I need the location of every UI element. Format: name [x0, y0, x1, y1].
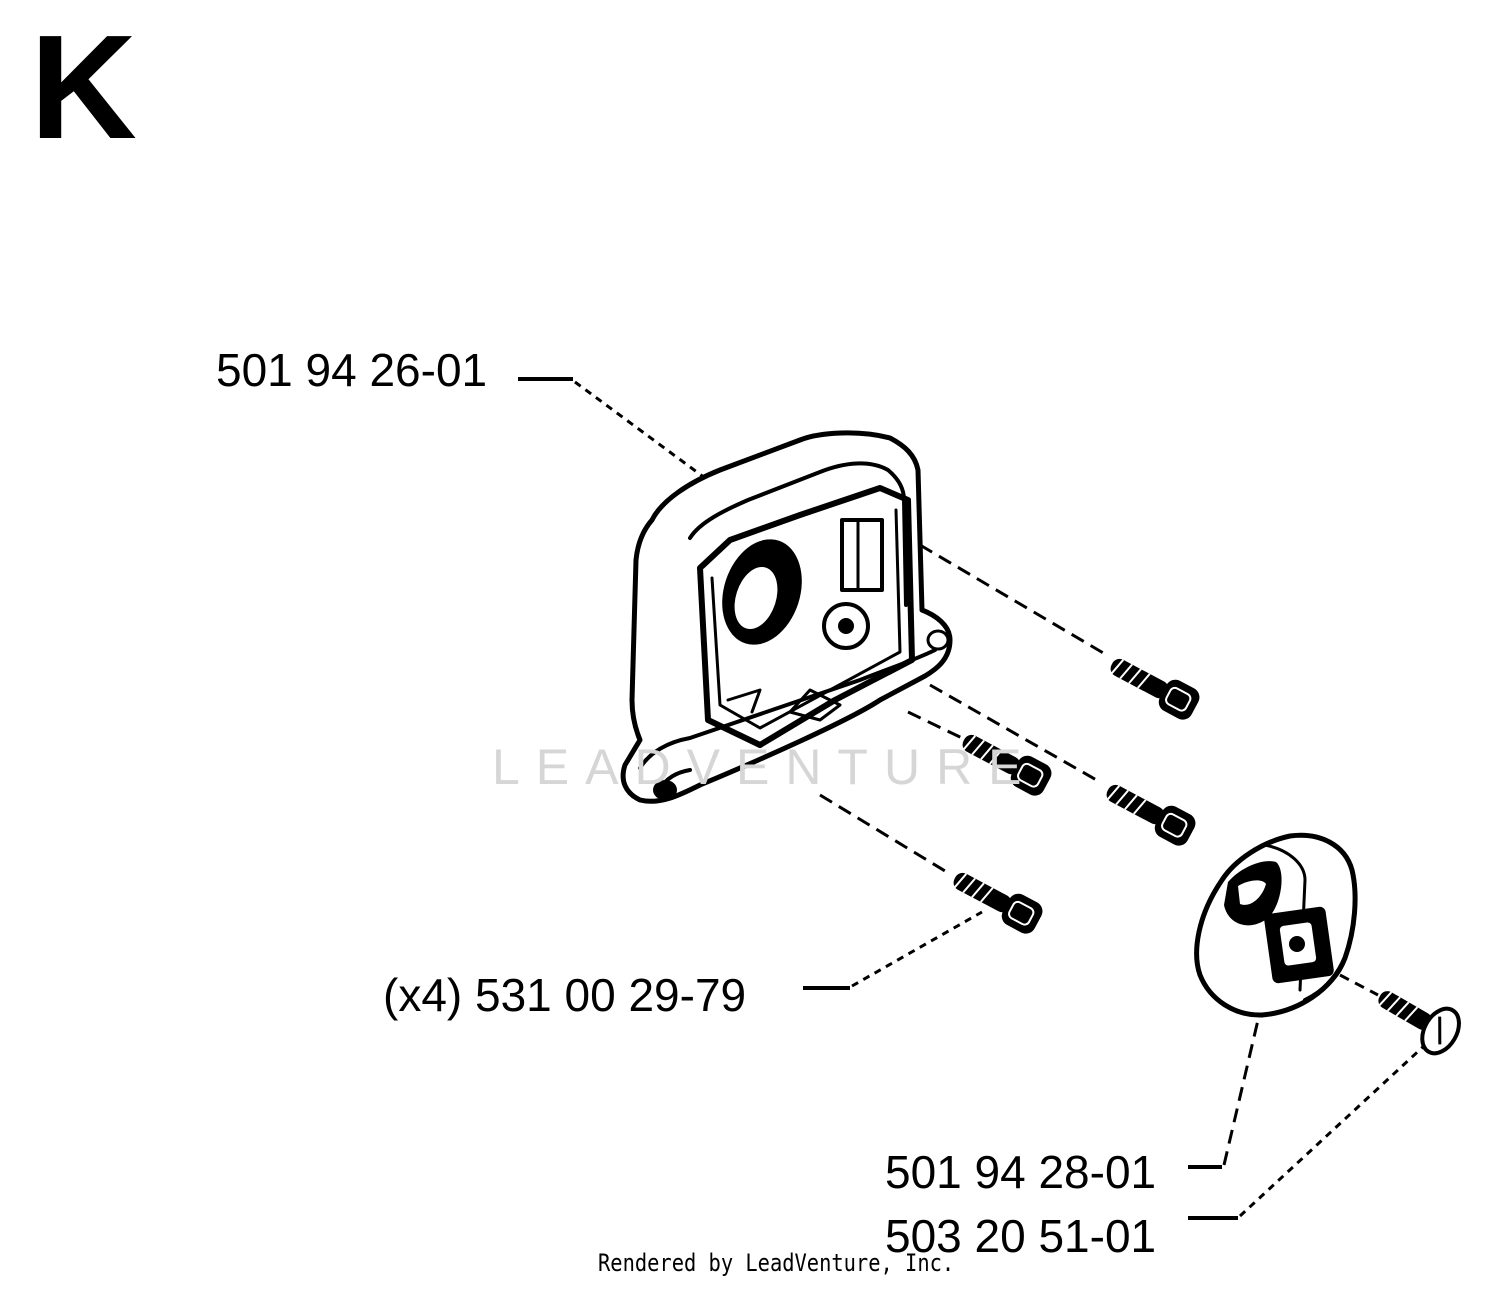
housing-part [620, 430, 953, 804]
credit-text: Rendered by LeadVenture, Inc. [598, 1249, 955, 1277]
part-label-small-housing: 501 94 28-01 [885, 1146, 1157, 1198]
watermark: LEADVENTURE [492, 739, 1038, 795]
small-screw-part [1378, 991, 1461, 1056]
part-label-small-screw: 503 20 51-01 [885, 1210, 1157, 1262]
part-label-screw: (x4) 531 00 29-79 [383, 969, 747, 1021]
leader-lines [518, 377, 1427, 1220]
section-letter: K [30, 5, 137, 170]
part-label-housing: 501 94 26-01 [216, 344, 488, 396]
small-housing-part [1194, 832, 1358, 1018]
